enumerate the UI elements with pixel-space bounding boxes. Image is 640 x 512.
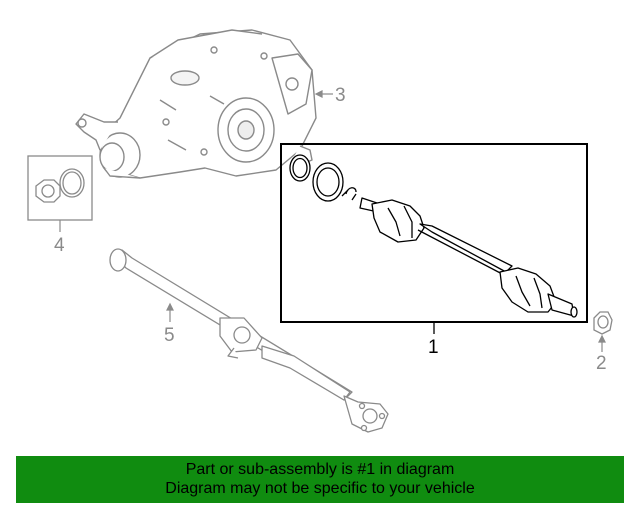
callout-2-leader xyxy=(598,334,606,352)
driveshaft-icon xyxy=(109,248,389,433)
axle-shaft-icon xyxy=(289,154,578,318)
callout-1: 1 xyxy=(428,337,439,358)
parts-diagram xyxy=(27,29,613,433)
callout-3-leader xyxy=(314,90,333,98)
info-banner: Part or sub-assembly is #1 in diagram Di… xyxy=(16,456,624,503)
callout-5: 5 xyxy=(164,325,175,346)
axle-nut-icon xyxy=(593,311,613,335)
banner-line-2: Diagram may not be specific to your vehi… xyxy=(165,480,475,497)
callout-4: 4 xyxy=(54,235,65,256)
callout-3: 3 xyxy=(335,85,346,106)
differential-housing-icon xyxy=(75,29,317,179)
callout-5-leader xyxy=(166,302,174,322)
banner-line-1: Part or sub-assembly is #1 in diagram xyxy=(185,461,455,478)
seal-kit-icon xyxy=(27,155,93,221)
callout-2: 2 xyxy=(596,353,607,374)
